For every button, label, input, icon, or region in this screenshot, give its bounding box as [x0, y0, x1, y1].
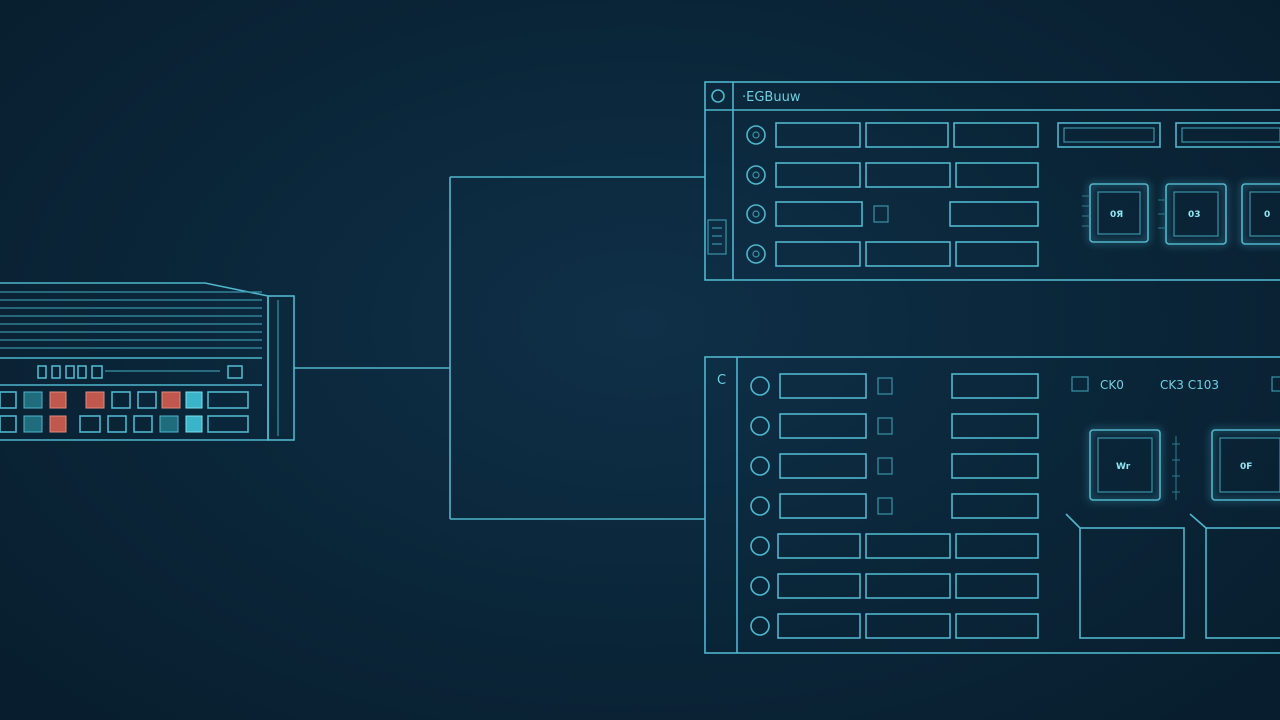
top-port-blocks [775, 122, 1039, 267]
svg-text:Wr: Wr [1116, 462, 1131, 472]
bottom-port-blocks [777, 373, 1039, 639]
connector-lines [294, 176, 705, 520]
processor-chip [1089, 183, 1149, 243]
server-status-indicators [37, 365, 243, 379]
svg-text:03: 03 [1188, 210, 1201, 220]
top-panel-title: ·EGBuuw [742, 90, 801, 105]
top-chips: 0Я 03 0 [1082, 183, 1280, 245]
gear-icon [746, 204, 766, 224]
top-switch-panel: ·EGBuuw [704, 81, 1280, 281]
bottom-chips: Wr 0F [1089, 429, 1280, 501]
server-port-row-2 [0, 415, 249, 433]
expansion-slot [1057, 122, 1161, 148]
server-front-bezel [267, 295, 295, 441]
storage-bay [1079, 527, 1185, 639]
gear-icon [746, 165, 766, 185]
server-port-row-1 [0, 391, 249, 409]
bottom-header-text-2: CK3 C103 [1160, 378, 1219, 392]
bottom-switch-panel: C [704, 356, 1280, 654]
folder-icon [1071, 376, 1089, 392]
svg-text:0: 0 [1264, 210, 1270, 220]
bottom-panel-tag: C [717, 373, 726, 388]
lock-icon [711, 89, 725, 103]
bottom-header-text-1: CK0 [1100, 378, 1124, 392]
processor-chip [1241, 183, 1280, 245]
expansion-slot [1175, 122, 1280, 148]
bottom-panel-frame [704, 356, 1280, 654]
bottom-row-icons [750, 376, 770, 636]
gear-icon [746, 244, 766, 264]
processor-chip [1211, 429, 1280, 501]
top-panel-frame [704, 81, 1280, 281]
svg-text:0F: 0F [1240, 462, 1252, 472]
top-row-icons [746, 125, 766, 264]
gear-icon [746, 125, 766, 145]
processor-chip [1089, 429, 1161, 501]
svg-text:0Я: 0Я [1110, 210, 1123, 220]
top-panel-side-tag [707, 219, 727, 255]
left-server-device [0, 282, 295, 441]
storage-bay [1205, 527, 1280, 639]
bottom-grid-modules [1065, 513, 1280, 639]
server-vent-lines [0, 291, 262, 359]
